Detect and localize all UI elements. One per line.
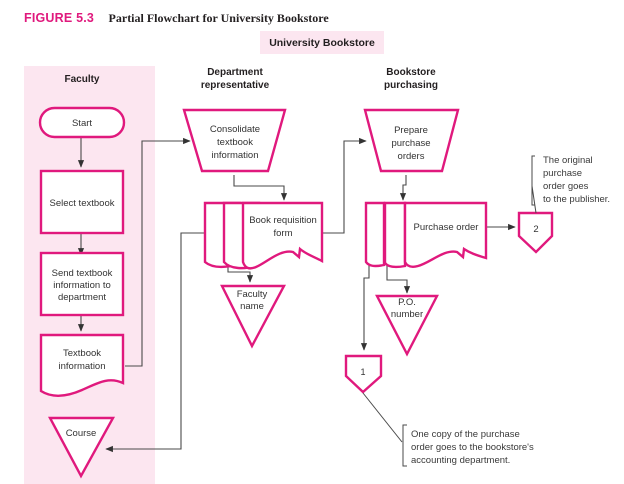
- consolidate-shape: [182, 108, 287, 173]
- course-label: Course: [66, 428, 97, 439]
- flow-prepare-to-purchase-order: [399, 175, 407, 201]
- start-shape: [38, 106, 126, 139]
- lane-title-department-2: representative: [201, 80, 270, 91]
- figure-number: FIGURE 5.3: [24, 11, 95, 25]
- organization-banner: [260, 31, 384, 54]
- purchase-order-copy-2: [383, 201, 407, 269]
- connector-1-shape: [344, 354, 383, 394]
- start-label: Start: [72, 118, 92, 129]
- note-accounting-line-3: accounting department.: [411, 455, 510, 466]
- note-publisher-leader: [531, 185, 537, 214]
- note-publisher-line-2: purchase: [543, 168, 582, 179]
- connector-2-label: 2: [533, 224, 538, 235]
- course-shape: [47, 416, 116, 479]
- textbook-info-label-1: Textbook: [63, 348, 101, 359]
- note-accounting-line-1: One copy of the purchase: [411, 429, 520, 440]
- prepare-po-label-3: orders: [398, 151, 425, 162]
- select-textbook-process: Select textbook: [39, 169, 125, 235]
- prepare-po-label-1: Prepare: [394, 125, 428, 136]
- consolidate-label-1: Consolidate: [210, 124, 260, 135]
- flow-po-to-po-number: [386, 265, 411, 294]
- organization-title: University Bookstore: [269, 37, 375, 49]
- note-publisher-line-1: The original: [543, 155, 593, 166]
- po-number-label-2: number: [391, 309, 423, 320]
- po-number-label-1: P.O.: [398, 297, 416, 308]
- faculty-name-file: Faculty name: [220, 284, 286, 349]
- flow-consolidate-to-requisition: [233, 175, 288, 201]
- lane-title-purchasing-2: purchasing: [384, 80, 438, 91]
- send-info-process: Send textbook information to department: [39, 251, 125, 317]
- purchase-order-label: Purchase order: [414, 222, 479, 233]
- faculty-name-label-1: Faculty: [237, 289, 268, 300]
- po-number-shape: [375, 294, 439, 357]
- note-publisher: The original purchase order goes to the …: [531, 155, 610, 214]
- purchase-order-copy-3: [364, 201, 386, 268]
- purchase-order-copy-1: [403, 201, 488, 268]
- po-number-file: P.O. number: [375, 294, 439, 357]
- note-accounting: One copy of the purchase order goes to t…: [362, 392, 534, 467]
- send-info-label-1: Send textbook: [52, 268, 113, 279]
- flow-requisition-to-course: [105, 232, 205, 453]
- select-textbook-shape: [39, 169, 125, 235]
- requisition-label-2: form: [274, 228, 293, 239]
- select-textbook-label: Select textbook: [50, 198, 115, 209]
- requisition-label-1: Book requisition: [249, 215, 317, 226]
- note-accounting-line-2: order goes to the bookstore's: [411, 442, 534, 453]
- purchase-order-multi-document: Purchase order: [364, 201, 488, 269]
- lane-title-purchasing-1: Bookstore: [386, 67, 436, 78]
- figure-header: FIGURE 5.3 Partial Flowchart for Univers…: [24, 9, 329, 27]
- flow-info-to-consolidate: [125, 137, 191, 367]
- connector-1: 1: [344, 354, 383, 394]
- connector-2-shape: [517, 211, 554, 254]
- note-publisher-line-3: order goes: [543, 181, 589, 192]
- textbook-info-shape: [39, 333, 125, 397]
- connector-1-label: 1: [360, 367, 365, 377]
- lane-title-department-1: Department: [207, 67, 263, 78]
- flow-po-to-connector-1: [360, 265, 370, 351]
- requisition-multi-document: Book requisition form: [203, 201, 324, 270]
- prepare-po-manual-operation: Prepare purchase orders: [363, 108, 460, 173]
- note-accounting-leader: [362, 392, 403, 443]
- send-info-label-2: information to: [53, 280, 111, 291]
- faculty-name-label-2: name: [240, 301, 264, 312]
- prepare-po-shape: [363, 108, 460, 173]
- send-info-label-3: department: [58, 292, 106, 303]
- textbook-info-document: Textbook information: [39, 333, 125, 397]
- consolidate-label-3: information: [212, 150, 259, 161]
- start-terminal: Start: [38, 106, 126, 139]
- note-publisher-bracket: [531, 155, 535, 206]
- connector-2: 2: [517, 211, 554, 254]
- consolidate-label-2: textbook: [217, 137, 253, 148]
- consolidate-manual-operation: Consolidate textbook information: [182, 108, 287, 173]
- faculty-name-shape: [220, 284, 286, 349]
- note-accounting-bracket: [402, 424, 407, 467]
- prepare-po-label-2: purchase: [391, 138, 430, 149]
- send-info-shape: [39, 251, 125, 317]
- course-file: Course: [47, 416, 116, 479]
- flow-lines: [77, 137, 516, 453]
- note-publisher-line-4: to the publisher.: [543, 194, 610, 205]
- lane-title-faculty: Faculty: [64, 74, 99, 85]
- figure-title: Partial Flowchart for University Booksto…: [108, 11, 329, 25]
- textbook-info-label-2: information: [59, 361, 106, 372]
- requisition-copy-1: [241, 201, 324, 270]
- flow-requisition-to-prepare: [322, 137, 367, 234]
- flow-requisition-to-faculty-name: [227, 265, 254, 283]
